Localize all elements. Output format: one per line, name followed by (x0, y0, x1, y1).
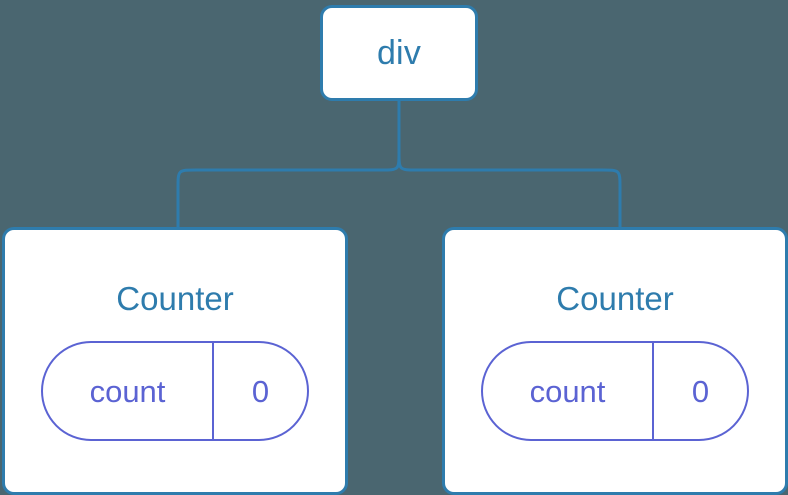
state-pill-right: count 0 (481, 341, 749, 441)
state-value-label-right: 0 (691, 373, 710, 409)
node-counter-right-title: Counter (556, 280, 674, 317)
state-key-cell-left: count (43, 343, 214, 439)
state-value-label-left: 0 (251, 373, 270, 409)
node-counter-right[interactable]: Counter count 0 (442, 227, 788, 495)
connector-branch-right (397, 151, 622, 227)
node-counter-left-title: Counter (116, 280, 234, 317)
state-key-cell-right: count (483, 343, 654, 439)
state-pill-left: count 0 (41, 341, 309, 441)
state-key-label-left: count (89, 373, 166, 409)
node-counter-left[interactable]: Counter count 0 (2, 227, 348, 495)
state-key-label-right: count (529, 373, 606, 409)
state-value-cell-right: 0 (654, 343, 747, 439)
node-div-label: div (376, 34, 422, 72)
connector-branch-left (176, 151, 401, 227)
node-div[interactable]: div (320, 5, 478, 101)
state-value-cell-left: 0 (214, 343, 307, 439)
